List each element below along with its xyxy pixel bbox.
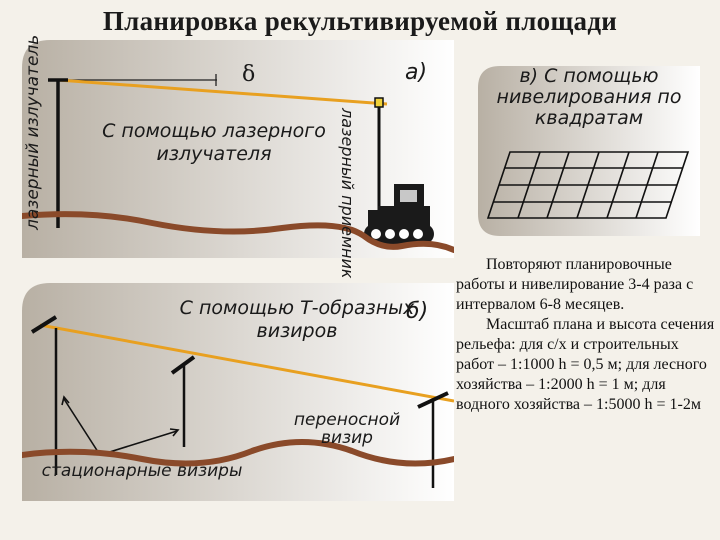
laser-receiver-sensor (374, 97, 384, 108)
stationary-sight-2 (170, 355, 196, 447)
panel-b-letter: б) (406, 299, 429, 324)
ground-profile (22, 211, 454, 253)
stationary-pointer-lines (61, 395, 180, 456)
panel-a-background (22, 40, 454, 258)
laser-beam-line (57, 78, 388, 106)
panel-v-graphic (478, 66, 700, 236)
laser-receiver-label: лазерный приемник (338, 108, 357, 279)
ground-profile-b (22, 439, 454, 467)
panel-v-caption: в) С помощью нивелирования по квадратам (496, 65, 682, 129)
slide-title: Планировка рекультивируемой площади (102, 6, 618, 36)
delta-symbol: δ (242, 62, 256, 87)
panel-t-sights: б) С помощью Т-образных визиров переносн… (22, 283, 454, 501)
sight-line (39, 323, 454, 403)
panel-laser-emitter: а) δ С помощью лазерного излучателя лазе… (22, 34, 454, 279)
panel-a-letter: а) (405, 60, 428, 85)
notes-paragraph-2: Масштаб плана и высота сечения рельефа: … (456, 316, 715, 413)
notes-text-block: Повторяют планировочные работы и нивелир… (456, 255, 716, 415)
panel-grid-leveling: в) С помощью нивелирования по квадратам (478, 66, 700, 236)
stationary-sights-label: стационарные визиры (41, 461, 243, 481)
portable-sight (417, 391, 449, 488)
bulldozer-icon (364, 184, 434, 244)
panel-b-graphic (22, 283, 454, 501)
panel-a-graphic (22, 40, 454, 258)
leveling-grid (486, 151, 690, 219)
panel-a-caption: С помощью лазерного излучателя (102, 120, 326, 165)
laser-emitter-label: лазерный излучатель (23, 34, 43, 230)
portable-sight-label: переносной визир (293, 410, 401, 448)
notes-paragraph-1: Повторяют планировочные работы и нивелир… (456, 256, 694, 313)
panel-b-caption: С помощью Т-образных визиров (179, 297, 415, 342)
